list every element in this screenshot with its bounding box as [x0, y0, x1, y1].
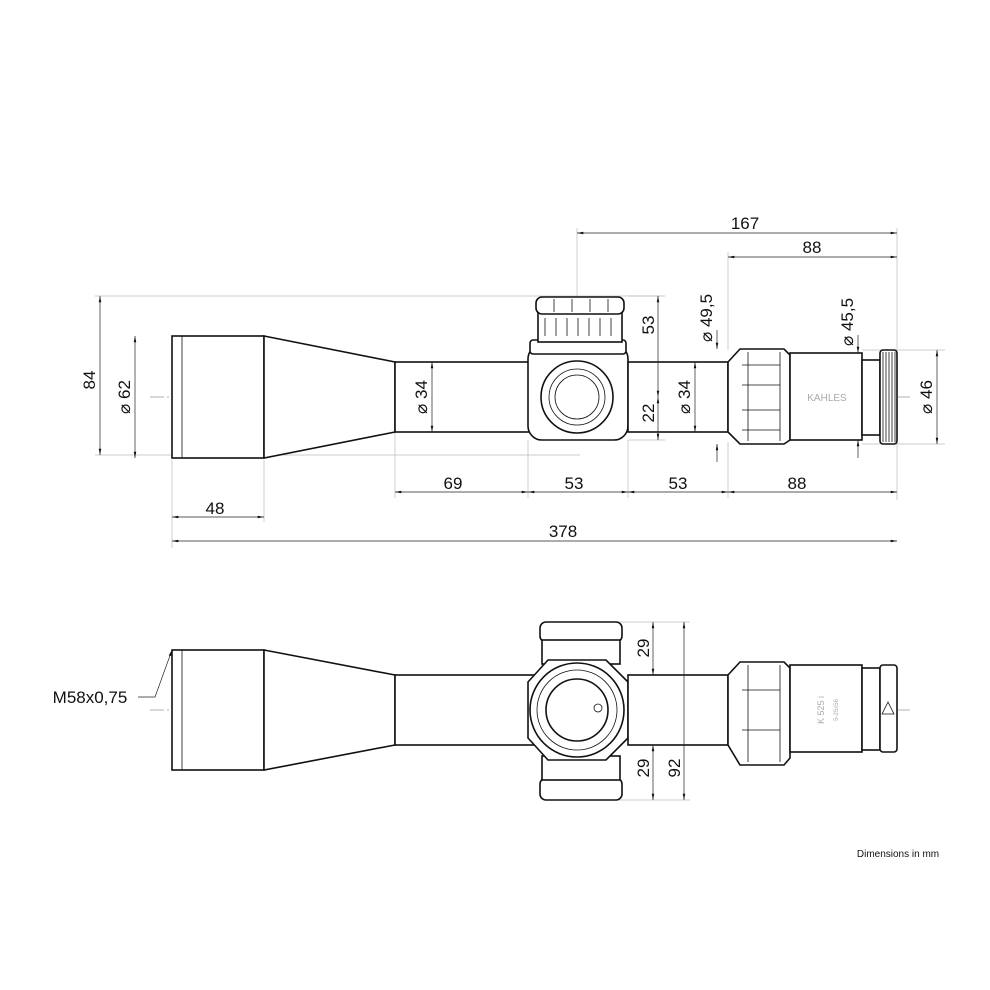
dim-34-rear: ⌀ 34	[675, 380, 694, 414]
model-label: K 525 i	[816, 696, 826, 724]
thread-label: M58x0,75	[53, 688, 128, 707]
dim-46: ⌀ 46	[917, 380, 936, 414]
scope-body-top: KAHLES	[171, 296, 898, 459]
dim-53-housing: 53	[565, 474, 584, 493]
magnification-label: 5-25x56	[834, 698, 840, 720]
dimension-labels-top: 167 88 84 ⌀ 62 ⌀ 34 53 22 ⌀ 34 ⌀ 49,5 ⌀ …	[80, 214, 936, 541]
dim-34-front: ⌀ 34	[412, 380, 431, 414]
dim-53-turret: 53	[639, 316, 658, 335]
dim-53-rear: 53	[669, 474, 688, 493]
dim-45-5: ⌀ 45,5	[838, 298, 857, 346]
objective-taper	[263, 335, 396, 459]
side-focus-knob	[540, 360, 614, 434]
diopter-ring	[879, 349, 898, 445]
dim-167: 167	[731, 214, 759, 233]
dim-29-bottom: 29	[634, 759, 653, 778]
bottom-view: K 525 i 5-25x56 29 29 92 M58x0,75	[53, 621, 910, 801]
units-note: Dimensions in mm	[857, 849, 939, 860]
dim-92: 92	[665, 759, 684, 778]
triangle-mark-icon	[881, 701, 895, 715]
dim-88-top: 88	[803, 238, 822, 257]
objective-bell	[171, 335, 265, 459]
ocular-neck	[861, 359, 881, 436]
rear-tube	[627, 361, 729, 433]
scope-body-bottom: K 525 i 5-25x56	[171, 621, 898, 801]
top-view: KAHLES	[80, 214, 945, 548]
ocular-body	[789, 352, 863, 441]
dim-22: 22	[639, 404, 658, 423]
dim-69: 69	[444, 474, 463, 493]
dim-48: 48	[206, 499, 225, 518]
dimension-lines-top	[98, 231, 939, 543]
elevation-cap	[535, 296, 625, 315]
dim-62: ⌀ 62	[115, 380, 134, 414]
elevation-scale	[537, 311, 623, 343]
dim-29-top: 29	[634, 639, 653, 658]
dim-88-bottom: 88	[788, 474, 807, 493]
elevation-cap-bottom-view	[539, 621, 623, 643]
dim-84: 84	[80, 371, 99, 390]
dim-49-5: ⌀ 49,5	[697, 294, 716, 342]
windage-cap	[539, 777, 623, 801]
brand-logo: KAHLES	[807, 393, 847, 404]
dim-378: 378	[549, 522, 577, 541]
